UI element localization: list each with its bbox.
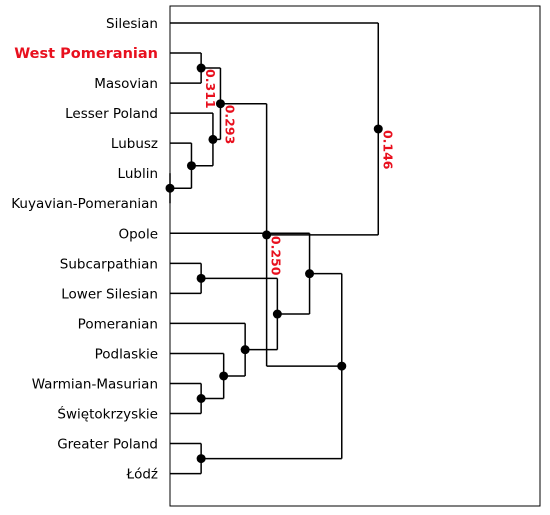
merge-node-m10 (272, 309, 282, 319)
leaf-label-lublin: Lublin (118, 166, 158, 182)
leaf-label-lubusz: Lubusz (111, 136, 158, 152)
height-label-m5: 0.293 (222, 105, 237, 145)
leaf-label-masovian: Masovian (94, 76, 158, 92)
leaf-label-lower-silesian: Lower Silesian (61, 286, 158, 302)
merge-node-m11 (305, 269, 315, 279)
leaf-label-silesian: Silesian (106, 16, 158, 32)
height-labels: 0.311 0.293 0.250 0.146 (203, 69, 395, 276)
branch-m12 (170, 442, 202, 475)
leaf-label-swietokrzyskie: Świętokrzyskie (57, 405, 158, 423)
merge-node-m14 (262, 230, 272, 240)
merge-node-m15 (373, 124, 383, 134)
leaf-label-lodz: Łódź (125, 467, 158, 483)
merge-node-m6 (196, 273, 206, 283)
height-label-m15: 0.146 (380, 130, 395, 170)
merge-node-m8 (219, 371, 229, 381)
leaf-label-lesser-poland: Lesser Poland (65, 106, 158, 122)
merge-node-m12 (196, 454, 206, 464)
merge-node-m9 (240, 345, 250, 355)
plot-frame (169, 5, 541, 507)
branch-m11 (170, 232, 311, 315)
height-label-m14: 0.250 (269, 236, 284, 276)
merge-node-m2 (165, 183, 175, 193)
leaf-label-greater-poland: Greater Poland (57, 437, 158, 453)
branch-m8 (170, 352, 225, 400)
merge-node-m13 (337, 361, 347, 371)
leaf-label-subcarpathian: Subcarpathian (60, 256, 158, 272)
leaf-label-pomeranian: Pomeranian (78, 316, 158, 332)
merge-node-m1 (196, 63, 206, 73)
merge-node-m5 (215, 99, 225, 109)
leaf-label-warmian-masurian: Warmian-Masurian (32, 376, 158, 392)
leaf-label-opole: Opole (118, 226, 158, 242)
branch-m6 (170, 262, 202, 295)
branch-m1 (170, 52, 202, 84)
merge-node-m7 (196, 394, 206, 403)
merge-nodes (165, 63, 383, 464)
leaf-label-kuyavian-pomeranian: Kuyavian-Pomeranian (11, 196, 158, 212)
height-label-m1: 0.311 (203, 69, 218, 109)
branch-m9 (170, 322, 246, 377)
leaf-label-west-pomeranian: West Pomeranian (14, 46, 158, 62)
merge-node-m3 (186, 161, 196, 171)
leaf-label-podlaskie: Podlaskie (95, 346, 158, 362)
branch-m7 (170, 382, 202, 415)
merge-node-m4 (208, 134, 218, 144)
